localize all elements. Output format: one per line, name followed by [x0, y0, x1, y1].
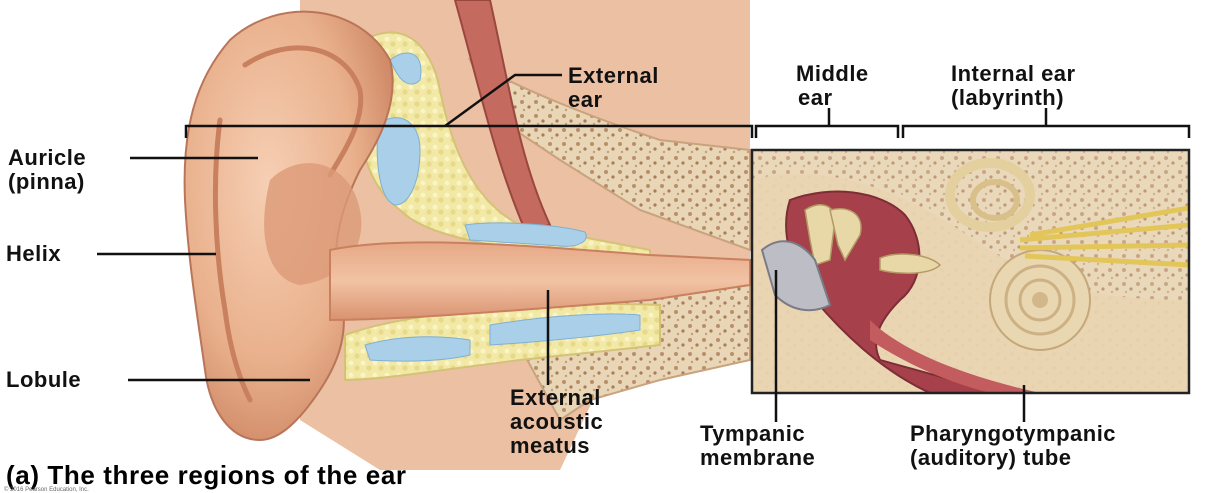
- middle-internal-inset: [752, 150, 1189, 393]
- leader-lines: [97, 73, 1026, 422]
- cartilage-pocket-2: [376, 117, 421, 206]
- external-acoustic-meatus: [329, 241, 751, 322]
- label-internal-ear: Internal ear (labyrinth): [951, 61, 1076, 110]
- label-auricle: Auricle (pinna): [8, 145, 87, 194]
- figure-caption: (a) The three regions of the ear: [6, 460, 407, 490]
- bracket-internal: [901, 124, 1191, 138]
- copyright-notice: © 2016 Pearson Education, Inc.: [4, 487, 89, 493]
- label-tympanic-membrane: Tympanic membrane: [700, 421, 816, 470]
- vestibulocochlear-nerve: [1019, 205, 1189, 268]
- label-middle-ear: Middle ear: [796, 61, 869, 110]
- leader-external-ear: [444, 73, 562, 128]
- helix-rim: [212, 45, 364, 403]
- cartilage-pocket-4: [364, 336, 471, 362]
- region-brackets: [184, 108, 1191, 138]
- label-helix: Helix: [6, 241, 62, 266]
- ossicle-incus: [829, 208, 862, 262]
- label-external-ear: External ear: [568, 63, 659, 112]
- cartilage-pocket-3: [464, 222, 587, 247]
- pharyngotympanic-tube-canal: [870, 320, 1040, 393]
- ossicle-stapes: [879, 253, 942, 275]
- semicircular-canals: [945, 158, 1035, 232]
- cochlea: [989, 249, 1091, 351]
- muscle-band: [453, 0, 552, 232]
- inset-border: [750, 148, 1191, 395]
- label-pharyngotympanic-tube: Pharyngotympanic (auditory) tube: [910, 421, 1117, 470]
- tympanic-membrane-shape: [760, 240, 832, 312]
- label-lobule: Lobule: [6, 367, 82, 392]
- bracket-middle: [754, 124, 900, 138]
- bracket-external: [184, 124, 754, 138]
- label-external-acoustic-meatus: External acoustic meatus: [510, 385, 604, 458]
- cartilage-pocket-1: [389, 52, 422, 85]
